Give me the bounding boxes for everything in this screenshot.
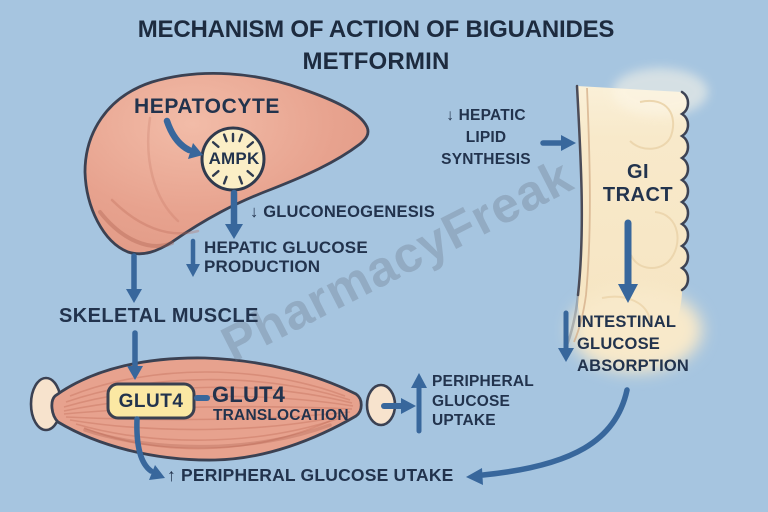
arrows <box>126 117 638 485</box>
gi-fold-line <box>629 99 675 150</box>
arrowhead <box>186 264 200 277</box>
absorption-to-note-curve <box>480 387 630 478</box>
liver-texture-line <box>110 198 200 235</box>
uptake-line3: UPTAKE <box>432 412 496 429</box>
lipid-line1: ↓ HEPATIC <box>446 107 526 124</box>
intestinal-line3: ABSORPTION <box>577 357 690 375</box>
muscle-bottom-shade <box>83 423 332 449</box>
arrowhead <box>618 284 638 303</box>
intestinal-line2: GLUCOSE <box>577 335 660 353</box>
translocation-line2: TRANSLOCATION <box>213 407 349 424</box>
liver-texture-line <box>146 116 180 223</box>
gi-fold-line <box>601 295 651 323</box>
gi-left-edge <box>575 84 584 297</box>
lipid-line3: SYNTHESIS <box>441 151 531 168</box>
arrowhead <box>126 289 142 303</box>
gi-wavy-edge <box>679 90 690 292</box>
gi-bottom-fade-blob <box>570 288 702 372</box>
intestinal-line1: INTESTINAL <box>577 313 677 331</box>
ampk-label: AMPK <box>208 149 260 168</box>
arrowhead <box>149 465 165 480</box>
glut4-box <box>106 382 196 420</box>
glut4-box-label: GLUT4 <box>118 391 184 412</box>
gi-line2: TRACT <box>602 184 674 206</box>
uptake-line2: GLUCOSE <box>432 392 511 410</box>
ampk-burst-ticks <box>211 132 255 185</box>
hepatic-lipid-synthesis-label: ↓ HEPATIC LIPID SYNTHESIS <box>430 105 542 171</box>
arrowhead <box>466 468 483 485</box>
gi-tract-shape <box>564 68 708 372</box>
arrowhead <box>561 135 576 151</box>
glut4-to-note-curve <box>134 416 154 474</box>
hgp-line2: PRODUCTION <box>204 257 321 276</box>
skeletal-muscle-label: SKELETAL MUSCLE <box>59 305 259 327</box>
arrowhead <box>411 373 427 388</box>
liver-bottom-shade <box>98 210 174 248</box>
peripheral-glucose-uptake-note: ↑ PERIPHERAL GLUCOSE UTAKE <box>167 465 454 485</box>
hepatocyte-label: HEPATOCYTE <box>134 95 281 118</box>
gi-top-glow <box>612 68 708 116</box>
hepatic-glucose-production-label: HEPATIC GLUCOSE PRODUCTION <box>204 238 368 276</box>
arrowhead <box>558 348 574 362</box>
title-line1: MECHANISM OF ACTION OF BIGUANIDES <box>137 16 615 43</box>
peripheral-uptake-label: PERIPHERAL GLUCOSE UPTAKE <box>432 372 534 431</box>
arrowhead <box>401 398 416 414</box>
gi-tract-band <box>577 86 688 347</box>
title-line2: METFORMIN <box>302 48 450 75</box>
gi-fold-line <box>630 211 679 270</box>
uptake-line1: PERIPHERAL <box>432 373 534 390</box>
gi-inner-line <box>573 87 591 343</box>
muscle-fiber-lines <box>63 371 354 450</box>
hepatocyte-to-ampk-arrow <box>163 117 193 154</box>
page-title: MECHANISM OF ACTION OF BIGUANIDES METFOR… <box>0 16 752 76</box>
gi-tract-label: GI TRACT <box>598 161 678 207</box>
gi-line1: GI <box>626 161 650 183</box>
intestinal-absorption-label: INTESTINAL GLUCOSE ABSORPTION <box>577 311 689 377</box>
arrowhead <box>188 143 203 159</box>
gluconeogenesis-label: ↓ GLUCONEOGENESIS <box>250 203 435 221</box>
translocation-line1: GLUT4 <box>212 382 286 407</box>
hgp-line1: HEPATIC GLUCOSE <box>204 238 368 257</box>
arrowhead <box>127 366 143 380</box>
arrowhead <box>225 224 243 239</box>
lipid-line2: LIPID <box>465 129 507 146</box>
